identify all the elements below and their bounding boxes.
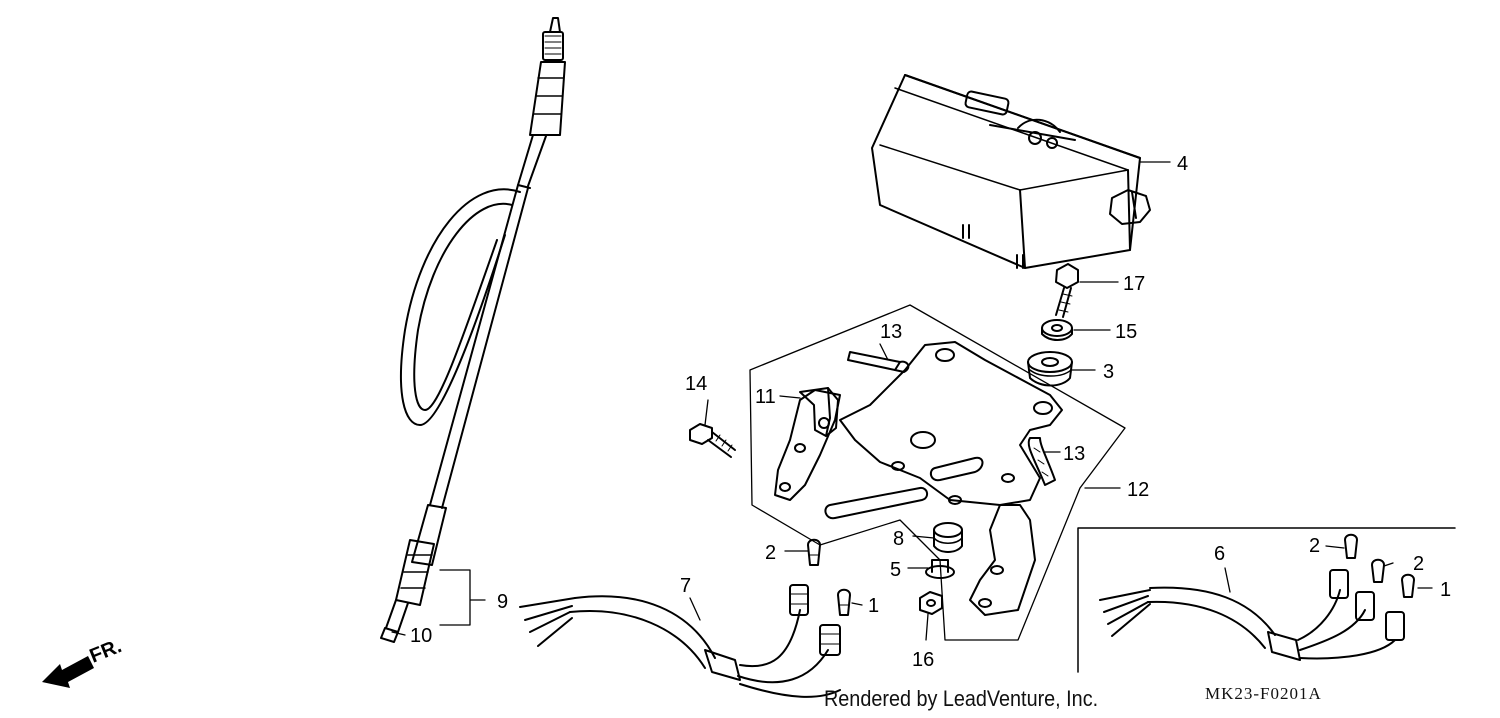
callout-2-inset-b: 2	[1413, 553, 1424, 575]
bolt-14	[689, 423, 736, 458]
callout-10: 10	[410, 625, 432, 647]
washer-15	[1041, 319, 1073, 341]
callout-11: 11	[755, 386, 776, 408]
wire-harness-6	[1099, 569, 1405, 661]
bulbs-inset	[1344, 533, 1415, 598]
collar-5	[925, 559, 955, 579]
diagram-code: MK23-F0201A	[1205, 684, 1322, 703]
callout-4: 4	[1177, 153, 1188, 175]
front-direction-arrow	[42, 656, 94, 688]
bulb-2-center	[807, 538, 821, 566]
callout-labels: 4 17 15 3 13 11 14 13 12 8 5 16 2 1 7 9 …	[87, 153, 1451, 671]
band-13-right	[1027, 437, 1056, 486]
fr-label: FR.	[87, 635, 125, 667]
callout-2-center: 2	[765, 542, 776, 564]
callout-8: 8	[893, 528, 904, 550]
callout-9: 9	[497, 591, 508, 613]
meter-bracket	[774, 341, 1063, 616]
callout-3: 3	[1103, 361, 1114, 383]
callout-17: 17	[1123, 273, 1145, 295]
bolt-17	[1055, 263, 1079, 318]
callout-13-right: 13	[1063, 443, 1085, 465]
speedometer-cable	[380, 17, 566, 643]
render-credit: Rendered by LeadVenture, Inc.	[824, 686, 1099, 711]
callout-1-center: 1	[868, 595, 879, 617]
callout-13-upper: 13	[880, 321, 902, 343]
callout-16: 16	[912, 649, 934, 671]
callout-15: 15	[1115, 321, 1137, 343]
wire-harness-7	[519, 584, 841, 698]
callout-12: 12	[1127, 479, 1149, 501]
leader-lines	[391, 161, 1433, 641]
callout-6: 6	[1214, 543, 1225, 565]
callout-1-inset: 1	[1440, 579, 1451, 601]
band-13-upper	[847, 351, 910, 373]
bracket-assembly-outline	[749, 304, 1126, 641]
nut-16	[919, 591, 943, 615]
callout-7: 7	[680, 575, 691, 597]
callout-5: 5	[890, 559, 901, 581]
clip-11	[799, 387, 839, 437]
inset-frame	[1077, 527, 1456, 673]
bulb-1-center	[837, 588, 851, 616]
meter-assembly	[871, 74, 1151, 269]
callout-2-inset-a: 2	[1309, 535, 1320, 557]
grommet-3	[1027, 351, 1073, 387]
grommet-8	[933, 522, 963, 553]
callout-14: 14	[685, 373, 707, 395]
